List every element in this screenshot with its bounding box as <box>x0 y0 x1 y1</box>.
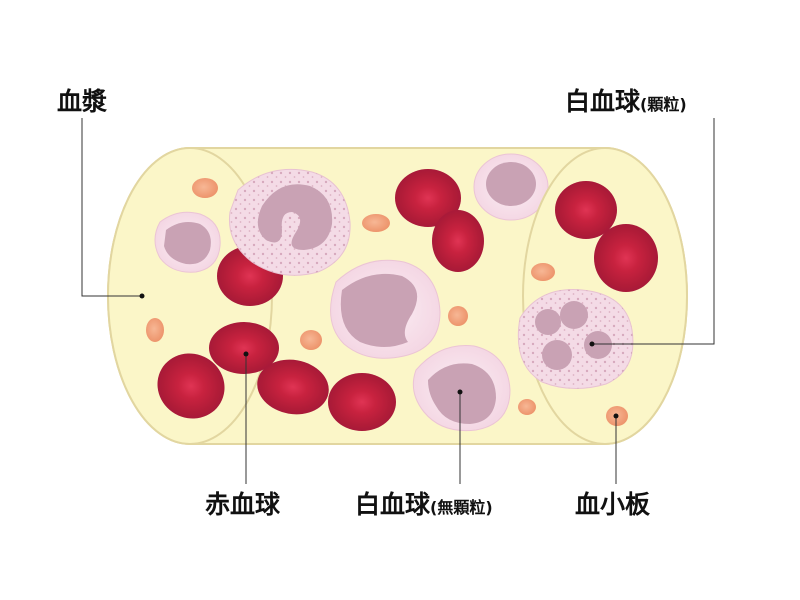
white-blood-cell-granular <box>517 289 634 390</box>
white-blood-cell-granular-top <box>228 168 351 276</box>
label-red-blood-cell: 赤血球 <box>205 492 280 517</box>
platelet <box>192 178 218 198</box>
red-blood-cell <box>209 322 279 374</box>
white-blood-cell-agranular <box>412 345 511 432</box>
label-platelet: 血小板 <box>575 492 650 517</box>
white-blood-cell-center <box>330 259 441 359</box>
white-blood-cell-small <box>154 211 221 273</box>
red-blood-cell <box>157 353 225 419</box>
platelet <box>518 399 536 415</box>
label-white-blood-cell-agranular: 白血球(無顆粒) <box>355 492 493 517</box>
leader-line-wbc-granular <box>592 118 715 345</box>
label-plasma-text: 血漿 <box>57 87 108 116</box>
platelet <box>531 263 555 281</box>
red-blood-cell <box>432 210 484 272</box>
label-wbc-agranular-text: 白血球 <box>355 490 431 519</box>
leader-lines <box>81 118 715 484</box>
leader-line-plasma <box>81 118 142 297</box>
label-white-blood-cell-granular: 白血球(顆粒) <box>565 89 687 114</box>
red-blood-cell <box>328 373 396 431</box>
red-blood-cell <box>555 181 617 239</box>
label-wbc-agranular-sub: (無顆粒) <box>430 498 493 517</box>
platelet <box>300 330 322 350</box>
platelet <box>448 306 468 326</box>
platelets <box>146 178 536 415</box>
platelet <box>146 318 164 342</box>
red-blood-cell <box>257 359 329 415</box>
label-platelet-text: 血小板 <box>575 490 651 519</box>
red-blood-cell <box>594 224 658 292</box>
label-plasma: 血漿 <box>57 89 107 114</box>
label-rbc-text: 赤血球 <box>205 490 281 519</box>
platelet <box>362 214 390 232</box>
label-wbc-granular-text: 白血球 <box>565 87 641 116</box>
red-blood-cell <box>395 169 461 227</box>
white-blood-cell-pale <box>473 153 549 221</box>
label-wbc-granular-sub: (顆粒) <box>640 95 687 114</box>
